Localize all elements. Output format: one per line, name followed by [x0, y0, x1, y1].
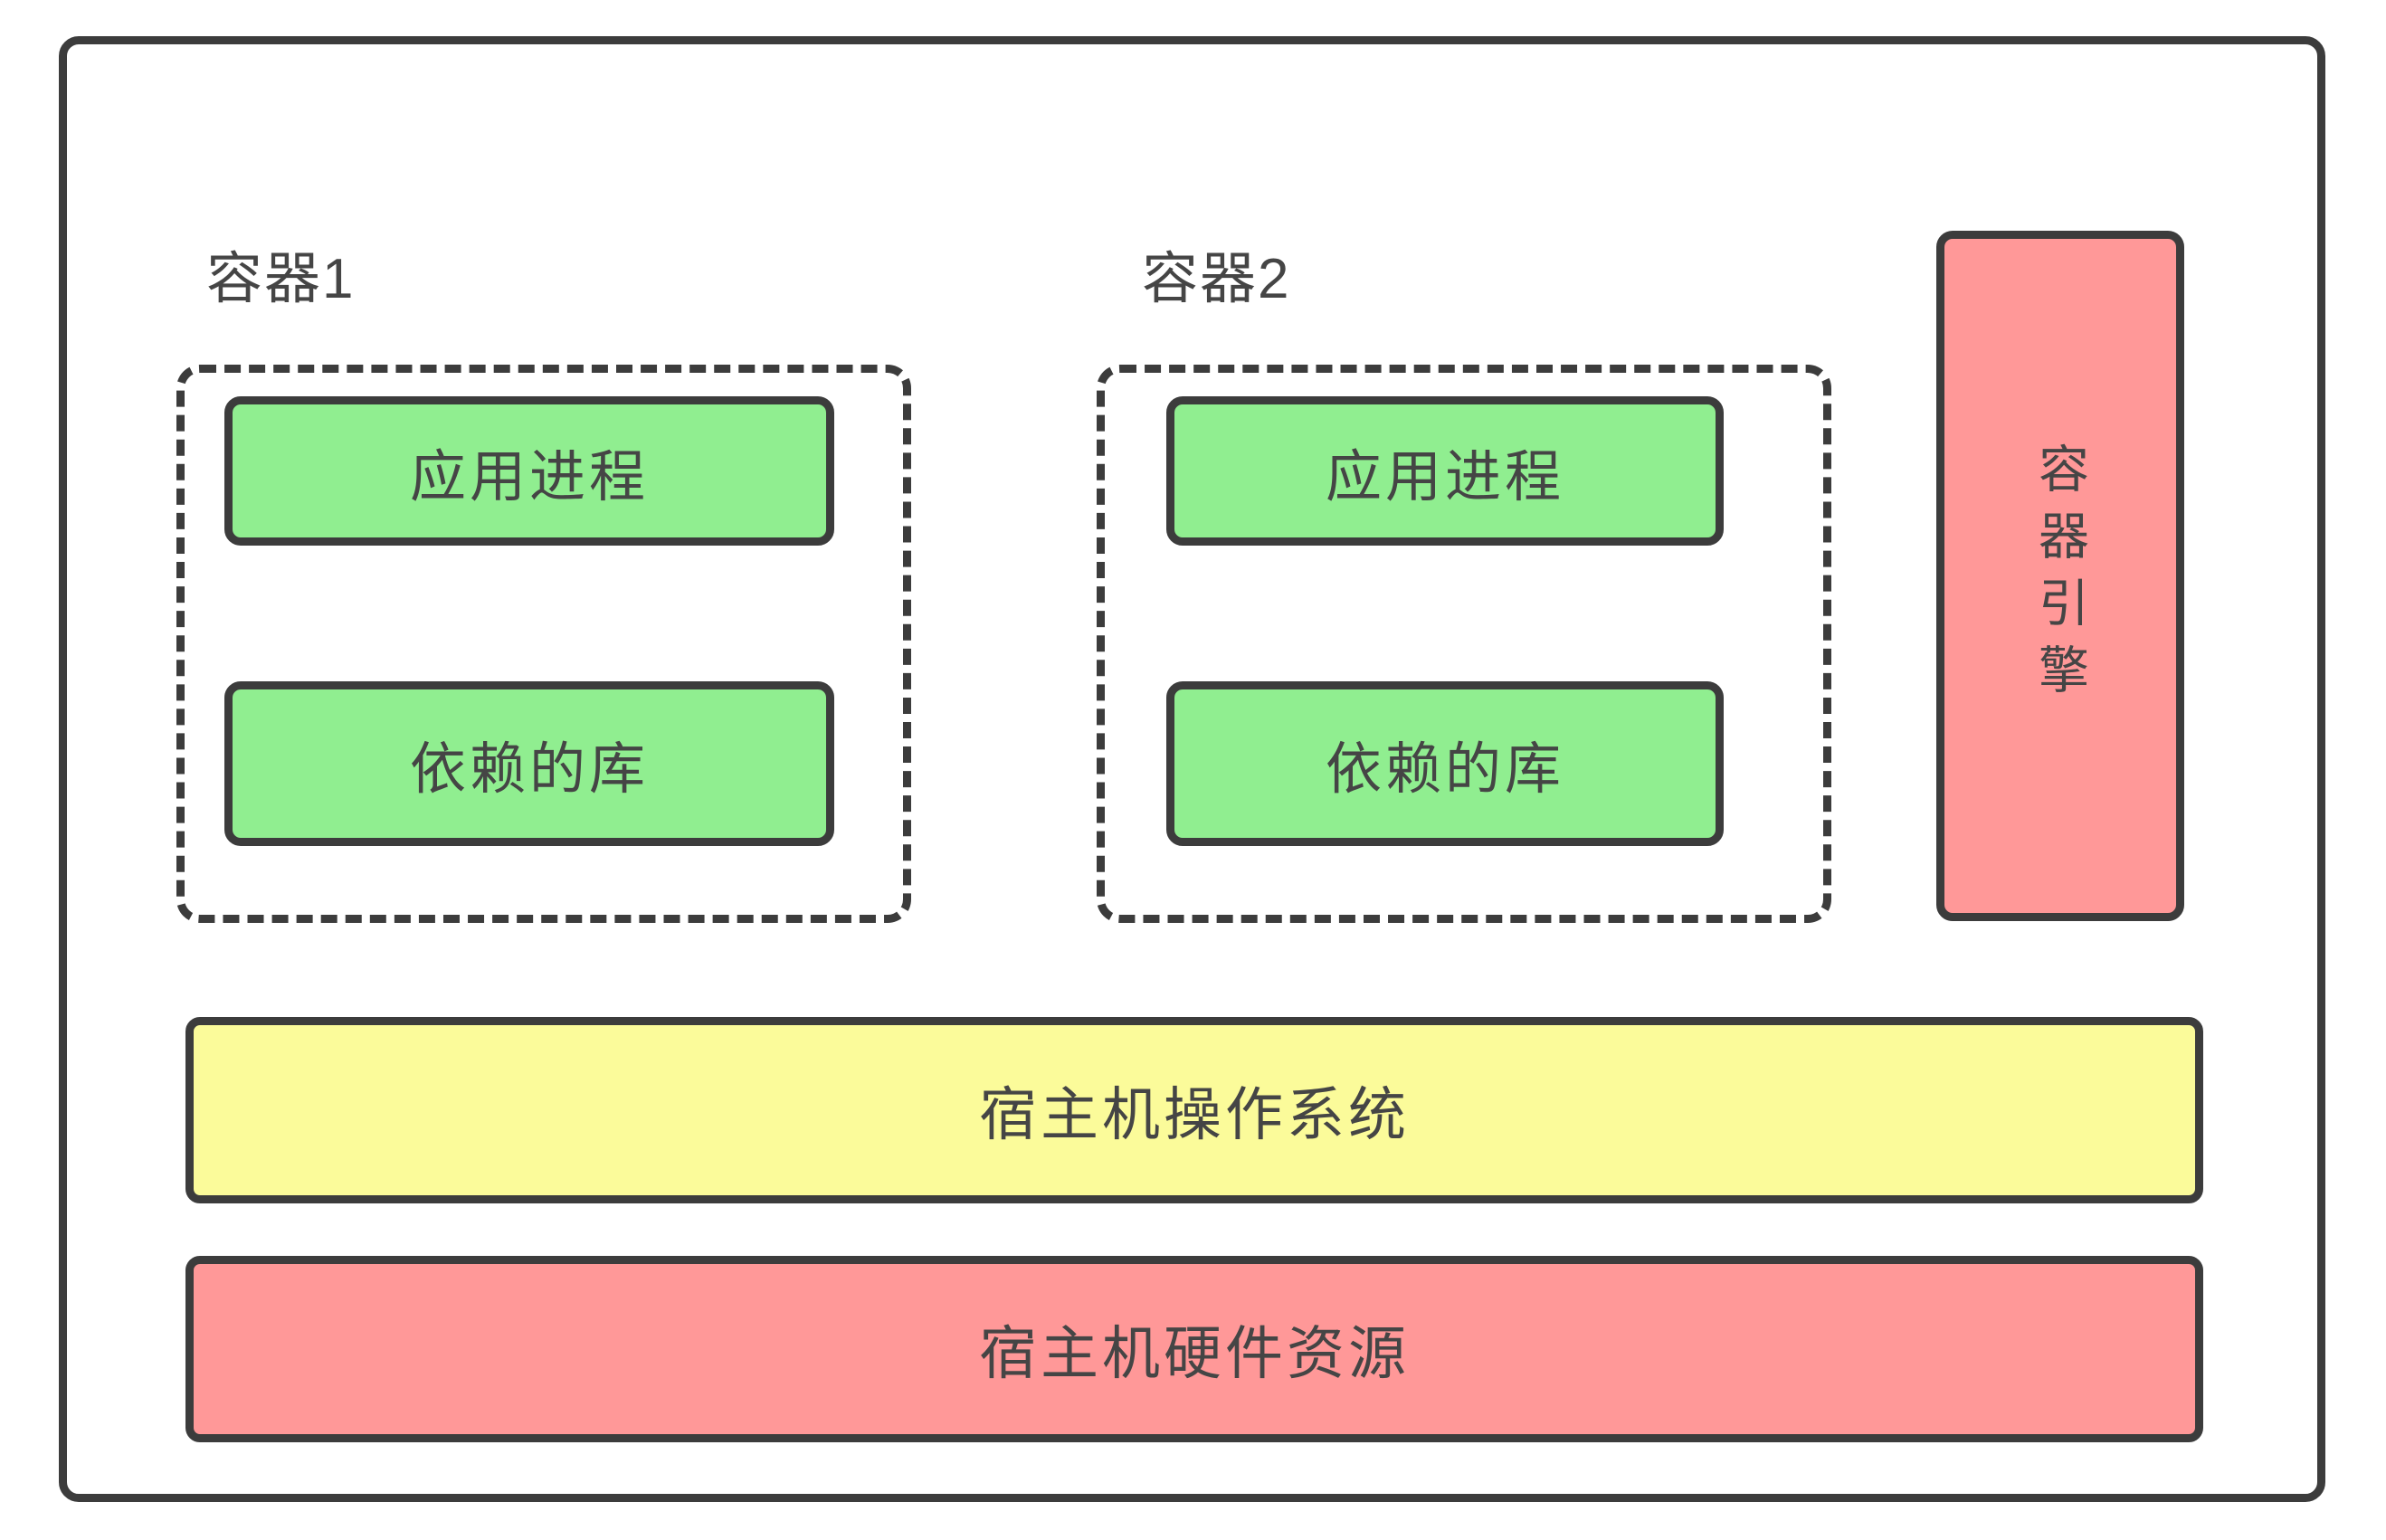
host-hardware-layer-bar: 宿主机硬件资源 — [185, 1256, 2203, 1442]
container-2-label: 容器2 — [1142, 248, 1291, 310]
container-1-label: 容器1 — [206, 248, 356, 310]
container-1-app-process-box: 应用进程 — [224, 396, 834, 546]
container-engine-box: 容器引擎 — [1936, 231, 2184, 921]
container-2-app-process-box: 应用进程 — [1166, 396, 1724, 546]
container-engine-label: 容器引擎 — [2031, 442, 2089, 710]
host-os-layer-bar: 宿主机操作系统 — [185, 1017, 2203, 1203]
container-1-dependent-libs-box: 依赖的库 — [224, 681, 834, 846]
container-1-boundary — [176, 365, 911, 923]
container-2-boundary — [1097, 365, 1831, 923]
container-2-dependent-libs-box: 依赖的库 — [1166, 681, 1724, 846]
